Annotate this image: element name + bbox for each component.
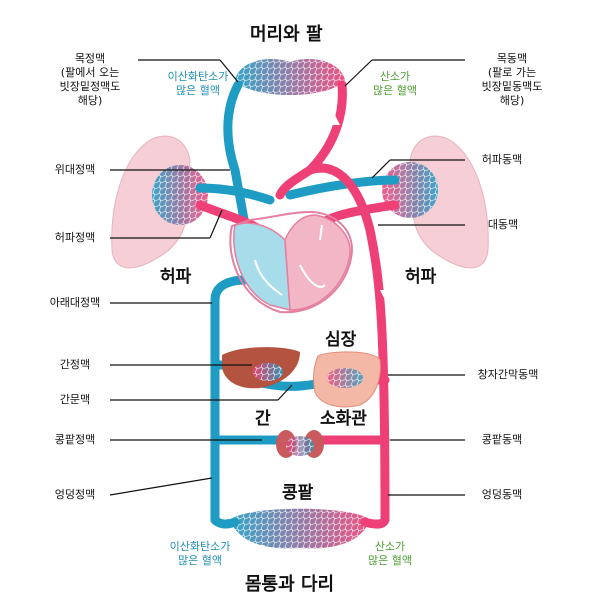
leader-lines [109, 59, 465, 496]
bottom-o2-blood-note: 산소가 많은 혈액 [368, 540, 412, 567]
label-pulmonary-artery: 허파동맥 [481, 153, 523, 166]
heart-right-side [233, 222, 291, 311]
title-head-arms: 머리와 팔 [250, 24, 323, 45]
label-inferior-vena-cava: 아래대정맥 [49, 296, 101, 309]
lung-left-label: 허파 [160, 267, 192, 287]
label-aorta: 대동맥 [487, 218, 519, 231]
liver-label: 간 [255, 409, 271, 429]
right-lung [409, 135, 489, 269]
label-mesenteric-artery: 창자간막동맥 [477, 368, 539, 381]
aorta-path [305, 163, 390, 529]
pulmonary-artery-to-left-lung [195, 183, 275, 205]
label-carotid-artery: 목동맥 (팔로 가는 빗장밑동맥도 해당) [481, 52, 543, 107]
label-pulmonary-vein: 허파정맥 [54, 231, 96, 244]
jugular-vein-path [223, 80, 250, 230]
intestine-label: 소화관 [320, 409, 367, 429]
label-jugular-vein: 목정맥 (팔에서 오는 빗장밑정맥도 해당) [59, 52, 121, 107]
heart-label: 심장 [325, 330, 357, 350]
label-renal-vein: 콩팥정맥 [54, 433, 96, 446]
heart-left-side [284, 214, 351, 311]
heart-outline [229, 210, 354, 314]
heart-flow-arrows [254, 224, 326, 296]
label-portal-vein: 간문맥 [59, 393, 91, 406]
flow-arrows [176, 110, 413, 552]
bottom-vein-connector [210, 515, 240, 529]
label-iliac-artery: 엉덩동맥 [481, 488, 523, 501]
kidney-label: 콩팥 [282, 483, 314, 503]
label-superior-vena-cava: 위대정맥 [54, 163, 96, 176]
label-iliac-vein: 엉덩정맥 [54, 488, 96, 501]
top-co2-blood-note: 이산화탄소가 많은 혈액 [167, 70, 229, 97]
label-renal-artery: 콩팥동맥 [481, 433, 523, 446]
bottom-co2-blood-note: 이산화탄소가 많은 혈액 [169, 540, 231, 567]
label-hepatic-vein: 간정맥 [59, 358, 91, 371]
carotid-artery-path [275, 80, 347, 200]
top-o2-blood-note: 산소가 많은 혈액 [373, 70, 417, 97]
title-trunk-legs: 몸통과 다리 [245, 574, 335, 595]
lung-right-label: 허파 [405, 267, 437, 287]
